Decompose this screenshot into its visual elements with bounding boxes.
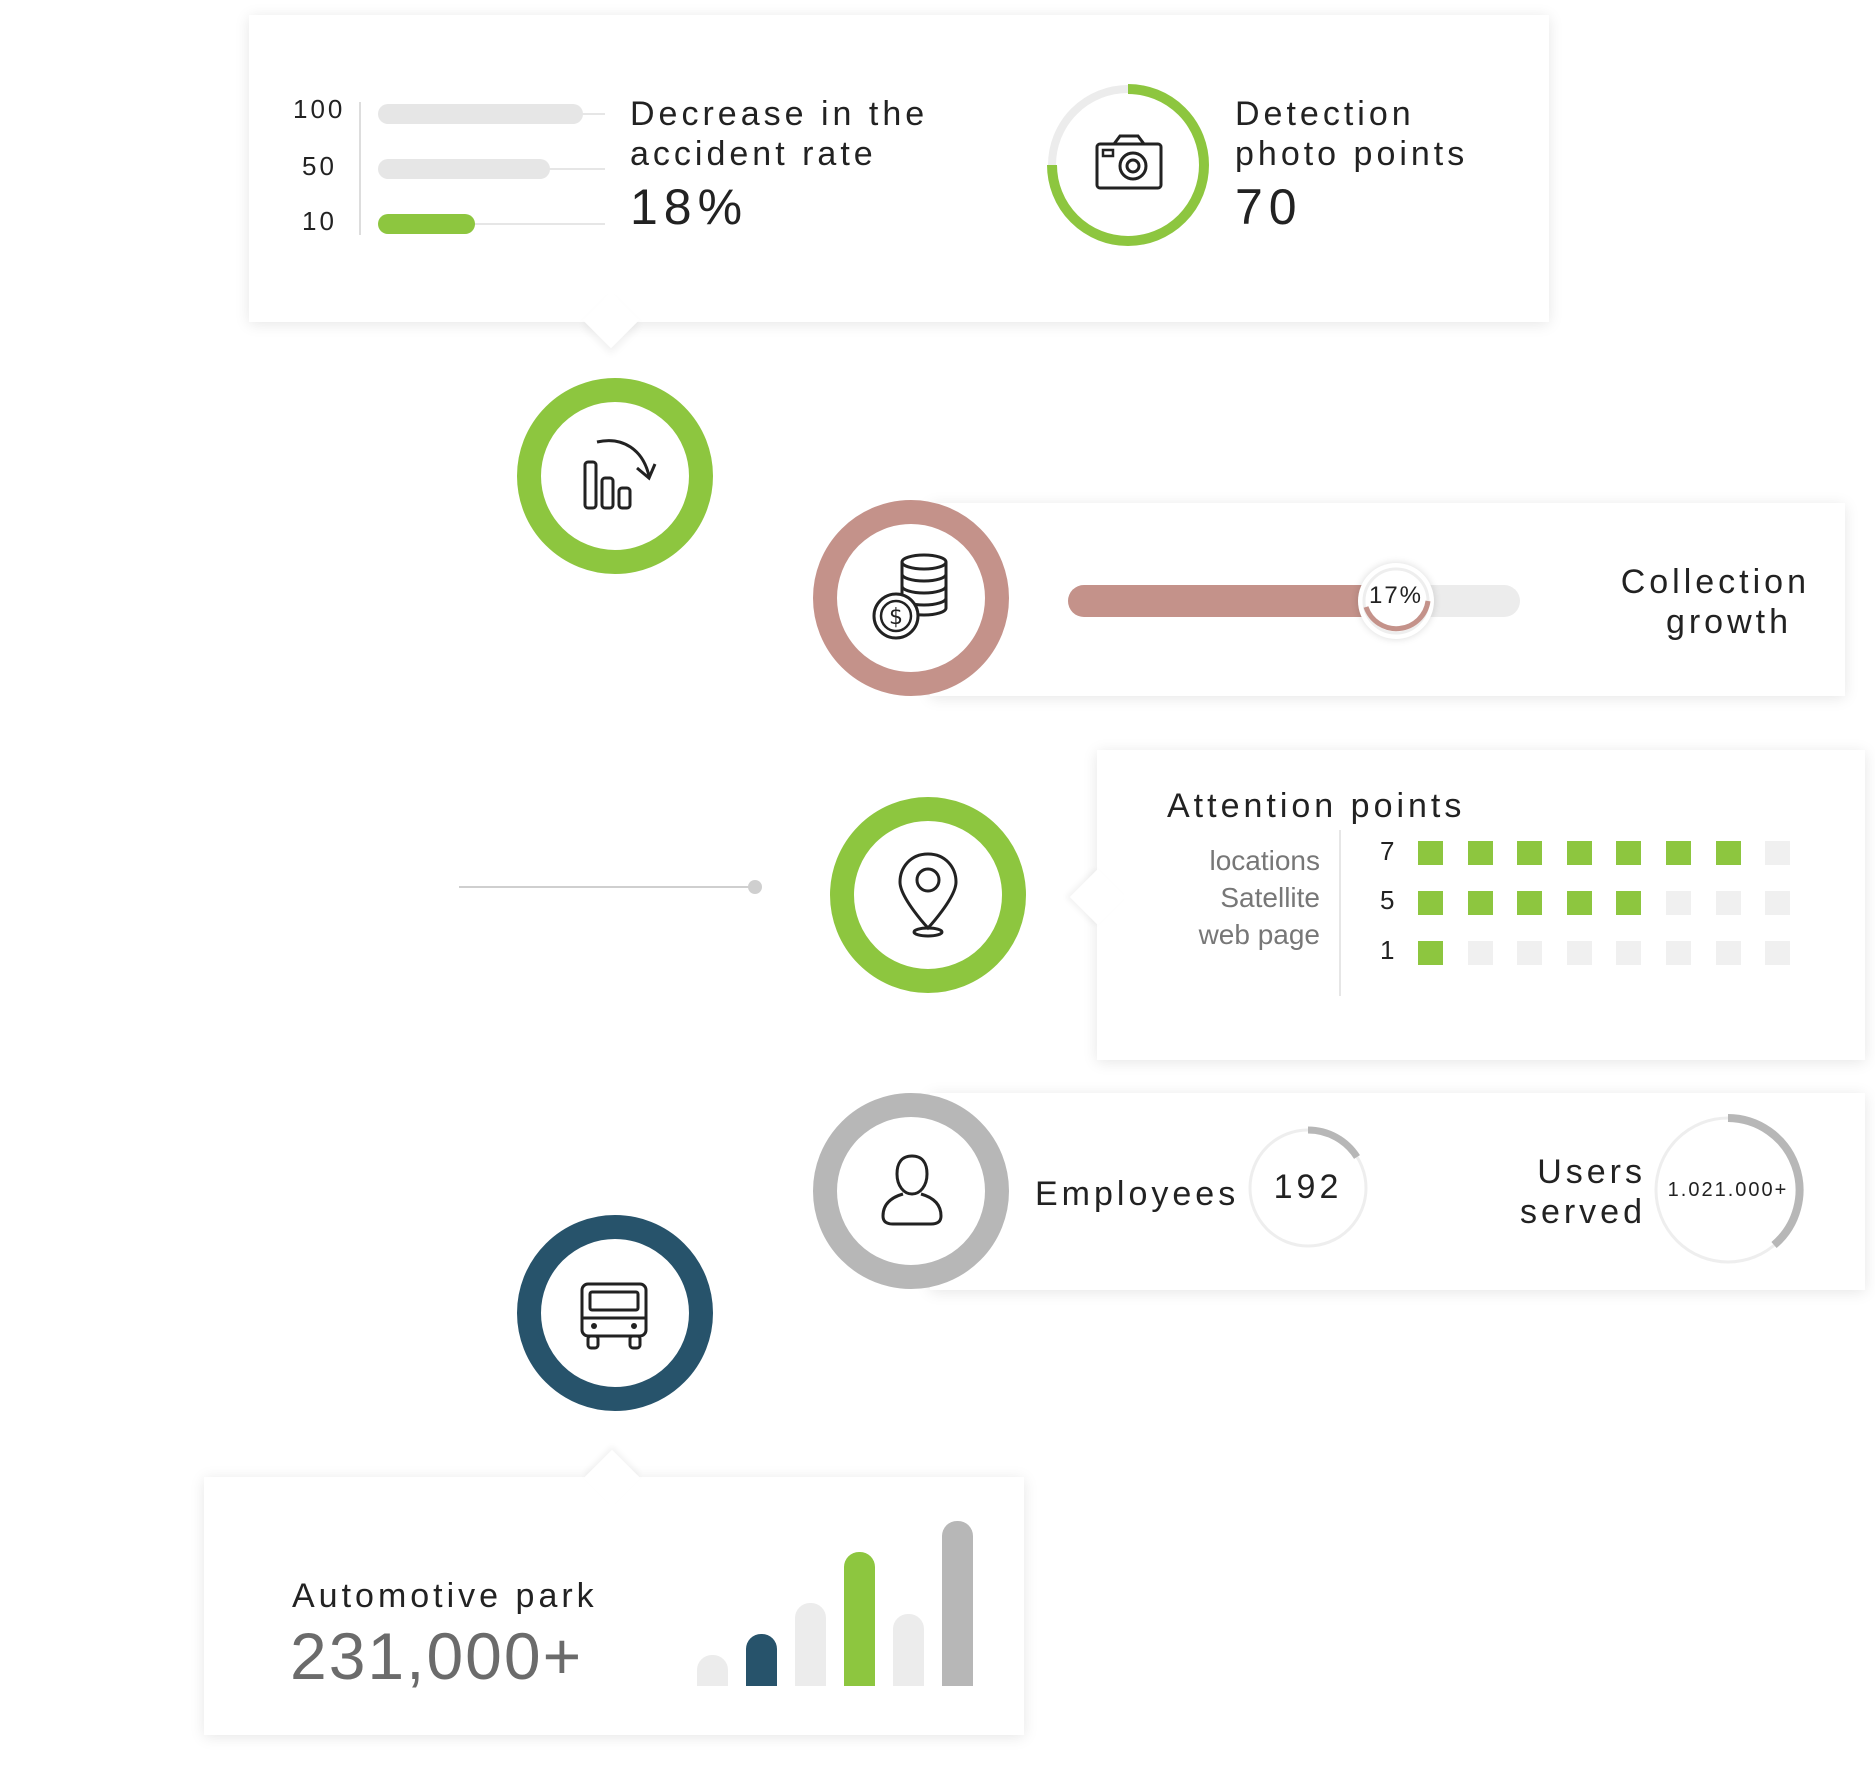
automotive-card bbox=[204, 1477, 1024, 1735]
attention-square bbox=[1566, 891, 1592, 915]
attention-square bbox=[1566, 841, 1592, 865]
collection-title: Collection growth bbox=[1570, 562, 1810, 642]
attention-square bbox=[1517, 891, 1543, 915]
detection-ring bbox=[1047, 84, 1209, 246]
employees-value: 192 bbox=[1273, 1168, 1343, 1206]
attention-value-5: 5 bbox=[1380, 885, 1395, 915]
camera-icon bbox=[1095, 134, 1163, 190]
detection-title-line2: photo points bbox=[1235, 135, 1469, 173]
attention-connector-dot bbox=[748, 880, 762, 894]
attention-square bbox=[1616, 941, 1642, 965]
attention-square bbox=[1715, 941, 1741, 965]
attention-square bbox=[1765, 941, 1791, 965]
attention-square bbox=[1715, 891, 1741, 915]
attention-square bbox=[1418, 941, 1443, 965]
attention-label-webpage: web page bbox=[1198, 919, 1320, 950]
attention-value-7: 7 bbox=[1380, 836, 1395, 866]
attention-square bbox=[1765, 841, 1791, 865]
accident-tick-10: 10 bbox=[302, 206, 337, 236]
employees-gauge bbox=[1248, 1126, 1368, 1248]
collection-title-line1: Collection bbox=[1620, 563, 1810, 601]
accident-bar-50 bbox=[378, 159, 550, 179]
automotive-bar bbox=[795, 1603, 826, 1686]
accident-guide-3 bbox=[380, 223, 605, 225]
attention-square bbox=[1666, 891, 1691, 915]
users-label: Users served bbox=[1490, 1152, 1646, 1232]
coins-icon: $ bbox=[872, 553, 948, 640]
attention-square bbox=[1715, 841, 1741, 865]
attention-labels: locations Satellite web page bbox=[1130, 842, 1320, 953]
attention-connector-line bbox=[459, 886, 755, 888]
attention-square bbox=[1765, 891, 1791, 915]
attention-square bbox=[1616, 841, 1642, 865]
location-pin-icon bbox=[898, 852, 958, 938]
accident-title-line2: accident rate bbox=[630, 135, 877, 173]
attention-square bbox=[1418, 841, 1443, 865]
attention-divider bbox=[1339, 830, 1341, 996]
automotive-bar bbox=[697, 1655, 728, 1686]
accident-tick-100: 100 bbox=[293, 94, 346, 124]
svg-text:$: $ bbox=[889, 605, 903, 630]
attention-square bbox=[1666, 841, 1691, 865]
chart-down-icon bbox=[583, 439, 657, 510]
attention-square bbox=[1418, 891, 1443, 915]
collection-title-line2: growth bbox=[1665, 603, 1792, 641]
attention-square bbox=[1467, 841, 1493, 865]
automotive-title: Automotive park bbox=[292, 1577, 598, 1615]
automotive-value: 231,000+ bbox=[290, 1619, 584, 1693]
attention-square bbox=[1517, 941, 1543, 965]
detection-value: 70 bbox=[1235, 179, 1303, 235]
accident-axis-line bbox=[359, 102, 361, 235]
users-gauge bbox=[1654, 1114, 1804, 1264]
accident-title-line1: Decrease in the bbox=[630, 95, 929, 133]
detection-title: Detection photo points bbox=[1235, 94, 1468, 174]
truck-icon bbox=[580, 1282, 648, 1350]
users-value: 1.021.000+ bbox=[1667, 1179, 1789, 1201]
automotive-bar bbox=[746, 1634, 777, 1686]
attention-square bbox=[1566, 941, 1592, 965]
automotive-bar bbox=[844, 1552, 875, 1686]
users-label-line1: Users bbox=[1537, 1153, 1646, 1191]
accident-bar-100 bbox=[378, 104, 583, 124]
detection-title-line1: Detection bbox=[1235, 95, 1415, 133]
accident-bar-10 bbox=[378, 214, 475, 234]
automotive-bar bbox=[942, 1521, 973, 1686]
attention-title: Attention points bbox=[1167, 787, 1466, 825]
user-icon bbox=[881, 1154, 943, 1226]
attention-square bbox=[1517, 841, 1543, 865]
accident-title: Decrease in the accident rate bbox=[630, 94, 928, 174]
attention-square bbox=[1467, 941, 1493, 965]
attention-square bbox=[1666, 941, 1691, 965]
employees-label: Employees bbox=[1035, 1175, 1240, 1213]
collection-knob-ring bbox=[1362, 567, 1431, 635]
collection-fill bbox=[1068, 585, 1388, 617]
accident-tick-50: 50 bbox=[302, 151, 337, 181]
attention-square bbox=[1467, 891, 1493, 915]
attention-square bbox=[1616, 891, 1642, 915]
collection-percent: 17% bbox=[1368, 582, 1424, 609]
people-card bbox=[930, 1093, 1865, 1290]
attention-label-locations: locations bbox=[1209, 845, 1320, 876]
attention-label-satellite: Satellite bbox=[1220, 882, 1320, 913]
attention-value-1: 1 bbox=[1380, 935, 1395, 965]
automotive-bar bbox=[893, 1614, 924, 1686]
accident-value: 18% bbox=[630, 179, 749, 235]
users-label-line2: served bbox=[1519, 1193, 1646, 1231]
